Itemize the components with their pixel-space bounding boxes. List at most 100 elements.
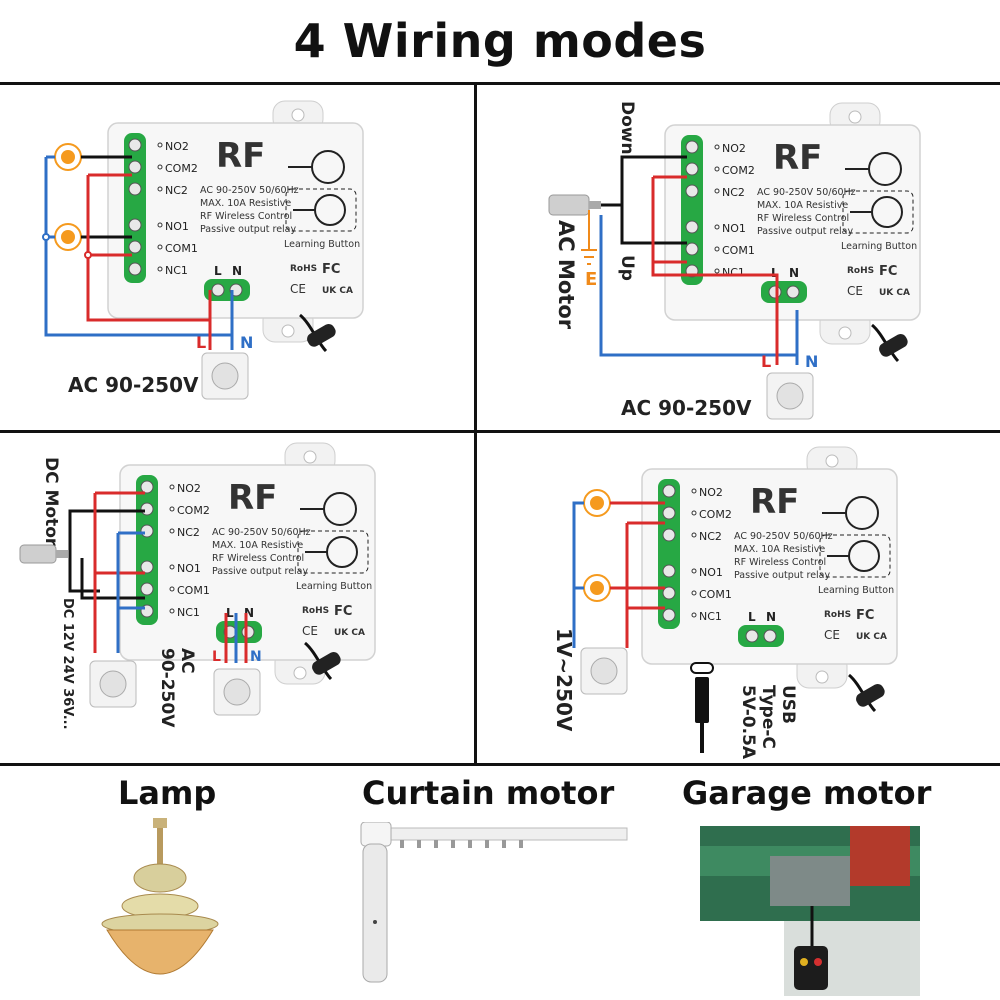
terminal-dot xyxy=(714,188,720,194)
spec-line: MAX. 10A Resistive xyxy=(212,540,303,551)
terminal-dot xyxy=(157,222,163,228)
supply-label: AC 90-250V xyxy=(621,396,752,420)
module-housing xyxy=(641,468,898,665)
ce-mark: CE xyxy=(302,624,318,638)
power-terminal-label: N xyxy=(232,264,242,278)
ac-motor-icon xyxy=(548,194,601,216)
terminal-screw xyxy=(128,240,142,254)
terminal-screw xyxy=(662,506,676,520)
lamp-bulb-icon xyxy=(583,574,611,602)
application-label-garage-motor: Garage motor xyxy=(682,774,932,812)
rohs-mark: RoHS xyxy=(824,610,851,620)
terminal-dot xyxy=(169,608,175,614)
module-housing xyxy=(107,122,364,319)
motor-supply-label: DC 12V 24V 36V... xyxy=(60,598,75,730)
lamp-bulb-icon xyxy=(583,489,611,517)
terminal-label: NC2 xyxy=(699,530,722,543)
ukca-mark: UK CA xyxy=(334,628,365,638)
terminal-dot xyxy=(691,590,697,596)
rohs-mark: RoHS xyxy=(290,264,317,274)
terminal-screw xyxy=(128,138,142,152)
antenna-coil-icon xyxy=(303,641,341,681)
mounting-hole xyxy=(815,670,829,684)
lamp-bulb-icon xyxy=(54,223,82,251)
supply-label: AC 90-250V xyxy=(68,373,199,397)
divider-middle xyxy=(0,430,1000,433)
application-label-curtain-motor: Curtain motor xyxy=(362,774,615,812)
spec-line: RF Wireless Control xyxy=(212,553,304,564)
terminal-dot xyxy=(157,266,163,272)
down-label: Down xyxy=(617,101,637,155)
terminal-screw xyxy=(685,140,699,154)
curtain-rail-icon xyxy=(360,822,628,983)
divider-top xyxy=(0,82,1000,85)
learning-button-label: Learning Button xyxy=(284,239,360,250)
mounting-hole xyxy=(838,326,852,340)
terminal-screw xyxy=(745,629,759,643)
page-title: 4 Wiring modes xyxy=(293,14,707,68)
terminal-screw xyxy=(662,608,676,622)
terminal-label: COM1 xyxy=(699,588,732,601)
fc-mark: FC xyxy=(334,604,352,619)
terminal-label: NC2 xyxy=(165,184,188,197)
ukca-mark: UK CA xyxy=(322,286,353,296)
terminal-dot xyxy=(169,564,175,570)
terminal-screw xyxy=(128,262,142,276)
terminal-screw xyxy=(786,285,800,299)
ce-mark: CE xyxy=(847,284,863,298)
terminal-dot xyxy=(169,528,175,534)
learning-button-label: Learning Button xyxy=(841,241,917,252)
spec-line: AC 90-250V 50/60Hz xyxy=(200,185,299,196)
terminal-screw xyxy=(140,480,154,494)
dc-motor-icon xyxy=(19,544,68,564)
up-label: Up xyxy=(617,255,637,281)
spec-line: MAX. 10A Resistive xyxy=(200,198,291,209)
terminal-dot xyxy=(169,586,175,592)
mounting-hole xyxy=(281,324,295,338)
rf-logo: RF xyxy=(773,138,822,178)
learning-button-frame xyxy=(297,530,369,574)
spec-line: MAX. 10A Resistive xyxy=(734,544,825,555)
terminal-screw xyxy=(662,484,676,498)
power-terminal-block xyxy=(216,621,262,643)
terminal-screw xyxy=(211,283,225,297)
rf-logo: RF xyxy=(750,482,799,522)
terminal-label: NC1 xyxy=(177,606,200,619)
usb-label-line3: 5V-0.5A xyxy=(738,685,758,760)
ukca-mark: UK CA xyxy=(856,632,887,642)
ce-mark: CE xyxy=(824,628,840,642)
terminal-label: NO2 xyxy=(722,142,746,155)
terminal-dot xyxy=(691,568,697,574)
wall-socket-icon xyxy=(766,372,814,420)
power-terminal-label: N xyxy=(766,610,776,624)
terminal-dot xyxy=(691,532,697,538)
garage-motor-icon xyxy=(700,826,920,996)
fc-mark: FC xyxy=(322,262,340,277)
terminal-dot xyxy=(157,164,163,170)
rf-logo: RF xyxy=(216,136,265,176)
terminal-label: NC1 xyxy=(722,266,745,279)
learning-button-label: Learning Button xyxy=(296,581,372,592)
terminal-dot xyxy=(169,506,175,512)
terminal-label: NO1 xyxy=(165,220,189,233)
mounting-hole xyxy=(848,110,862,124)
power-terminal-label: N xyxy=(789,266,799,280)
mounting-hole xyxy=(303,450,317,464)
terminal-screw xyxy=(241,625,255,639)
fc-mark: FC xyxy=(879,264,897,279)
power-terminal-block xyxy=(738,625,784,647)
terminal-screw xyxy=(685,220,699,234)
terminal-screw xyxy=(128,182,142,196)
terminal-screw xyxy=(140,524,154,538)
spec-line: AC 90-250V 50/60Hz xyxy=(212,527,311,538)
terminal-screw xyxy=(685,184,699,198)
spec-line: Passive output relay xyxy=(212,566,309,577)
terminal-screw xyxy=(128,160,142,174)
terminal-label: NC1 xyxy=(165,264,188,277)
terminal-screw xyxy=(768,285,782,299)
earth-label: E xyxy=(585,269,597,290)
